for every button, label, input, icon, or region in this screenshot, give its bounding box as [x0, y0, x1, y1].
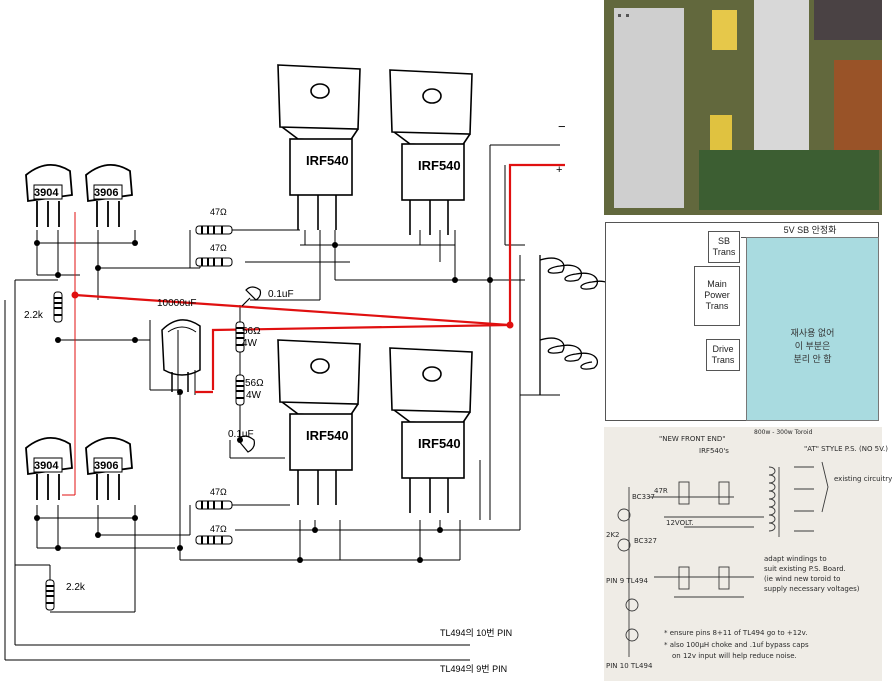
- drive-trans-block: Drive Trans: [706, 339, 740, 371]
- main-trans-line-2: Power: [704, 290, 730, 300]
- handwritten-schematic: "NEW FRONT END" 800w - 300w Toroid "AT" …: [604, 427, 892, 681]
- sketch-12volt: 12VOLT.: [666, 519, 694, 527]
- sketch-irf-top: IRF540's: [699, 447, 729, 455]
- resistor-1: [195, 225, 233, 235]
- psu-photo: [604, 0, 882, 215]
- transistor-npn-1: 3904: [25, 164, 73, 227]
- pin10-label: TL494의 10번 PIN: [440, 628, 512, 638]
- r47-label-2: 47Ω: [210, 243, 227, 253]
- transistor-pnp-4: 3906: [85, 437, 133, 500]
- terminal-plus: +: [556, 164, 562, 176]
- sketch-title: "NEW FRONT END": [659, 435, 726, 443]
- cap-10000uf-label: 10000uF: [157, 298, 196, 309]
- sketch-adapt-4: supply necessary voltages): [764, 585, 860, 593]
- main-trans-line-1: Main: [707, 279, 727, 289]
- sketch-pin9: PIN 9 TL494: [606, 577, 648, 585]
- cap-0.1uf-top-label: 0.1uF: [268, 289, 294, 300]
- terminal-minus: −: [558, 119, 566, 134]
- transistor-label-3: 3904: [34, 460, 59, 472]
- sketch-at-style: "AT" STYLE P.S. (NO 5V.): [804, 445, 888, 453]
- electrolytic-capacitor: [161, 319, 201, 392]
- sketch-bc337-top: BC337: [632, 493, 655, 501]
- sketch-bc327-top: BC327: [634, 537, 657, 545]
- note-line-1: 재사용 없어: [790, 328, 835, 338]
- junction-dots: [34, 240, 493, 563]
- r56-label-top: 56Ω: [242, 326, 261, 337]
- transistor-label-2: 3906: [94, 187, 118, 199]
- r2k2-label-bottom: 2.2k: [66, 582, 86, 593]
- reuse-note-block: 재사용 없어 이 부분은 분리 안 함: [746, 237, 879, 421]
- sketch-adapt-2: suit existing P.S. Board.: [764, 565, 846, 573]
- sketch-note-3: on 12v input will help reduce noise.: [672, 652, 797, 660]
- red-wires: [74, 163, 565, 394]
- sketch-existing: existing circuitry: [834, 475, 892, 483]
- block-diagram: 5V SB 안정화 재사용 없어 이 부분은 분리 안 함 SB Trans M…: [605, 222, 879, 421]
- resistor-5: [53, 291, 63, 323]
- mosfet-label-3: IRF540: [306, 428, 349, 443]
- r47-label-4: 47Ω: [210, 524, 227, 534]
- film-capacitor-top: [241, 286, 262, 307]
- sketch-note-2: * also 100µH choke and .1uf bypass caps: [664, 641, 809, 649]
- mosfet-irf540-4: IRF540: [389, 347, 473, 513]
- mosfet-irf540-1: IRF540: [277, 64, 361, 230]
- resistor-3: [195, 500, 233, 510]
- transistor-label-1: 3904: [34, 187, 59, 199]
- r2k2-label-top: 2.2k: [24, 310, 44, 321]
- sketch-note-1: * ensure pins 8+11 of TL494 go to +12v.: [664, 629, 808, 637]
- mosfet-irf540-3: IRF540: [277, 339, 361, 505]
- main-trans-line-3: Trans: [705, 301, 729, 311]
- sketch-adapt-3: (ie wind new toroid to: [764, 575, 841, 583]
- r47-label-3: 47Ω: [210, 487, 227, 497]
- r47-label-1: 47Ω: [210, 207, 227, 217]
- sketch-47r: 47R: [654, 487, 668, 495]
- sketch-adapt-1: adapt windings to: [764, 555, 827, 563]
- transistor-npn-3: 3904: [25, 437, 73, 500]
- resistor-2: [195, 257, 233, 267]
- cap-0.1uf-bottom-label: 0.1uF: [228, 429, 254, 440]
- resistor-8: [235, 374, 245, 406]
- sb-trans-block: SB Trans: [708, 231, 740, 263]
- resistor-6: [45, 579, 55, 611]
- sketch-toroid: 800w - 300w Toroid: [754, 429, 813, 436]
- r56-label-bottom: 56Ω: [245, 378, 264, 389]
- transistor-label-4: 3906: [94, 460, 118, 472]
- pin9-label: TL494의 9번 PIN: [440, 664, 507, 674]
- mosfet-label-2: IRF540: [418, 158, 461, 173]
- note-line-2: 이 부분은: [794, 341, 831, 351]
- mosfet-label-4: IRF540: [418, 436, 461, 451]
- transformer-coil: [539, 255, 613, 395]
- block-header: 5V SB 안정화: [741, 223, 879, 238]
- mosfet-label-1: IRF540: [306, 153, 349, 168]
- drive-trans-line-1: Drive: [712, 344, 734, 354]
- resistor-7: [235, 321, 245, 353]
- note-line-3: 분리 안 함: [793, 354, 832, 364]
- sb-trans-line-2: Trans: [712, 247, 736, 257]
- sb-trans-line-1: SB: [717, 236, 730, 246]
- main-power-trans-block: Main Power Trans: [694, 266, 740, 326]
- mosfet-irf540-2: IRF540: [389, 69, 473, 235]
- resistor-4: [195, 535, 233, 545]
- transistor-pnp-2: 3906: [85, 164, 133, 227]
- wires: [4, 144, 560, 661]
- r4w-label-top: 4W: [242, 338, 258, 349]
- film-capacitor-bottom: [237, 435, 255, 453]
- sketch-pin10: PIN 10 TL494: [606, 662, 653, 670]
- sketch-2k2: 2K2: [606, 531, 620, 539]
- r4w-label-bottom: 4W: [246, 390, 262, 401]
- drive-trans-line-2: Trans: [711, 355, 735, 365]
